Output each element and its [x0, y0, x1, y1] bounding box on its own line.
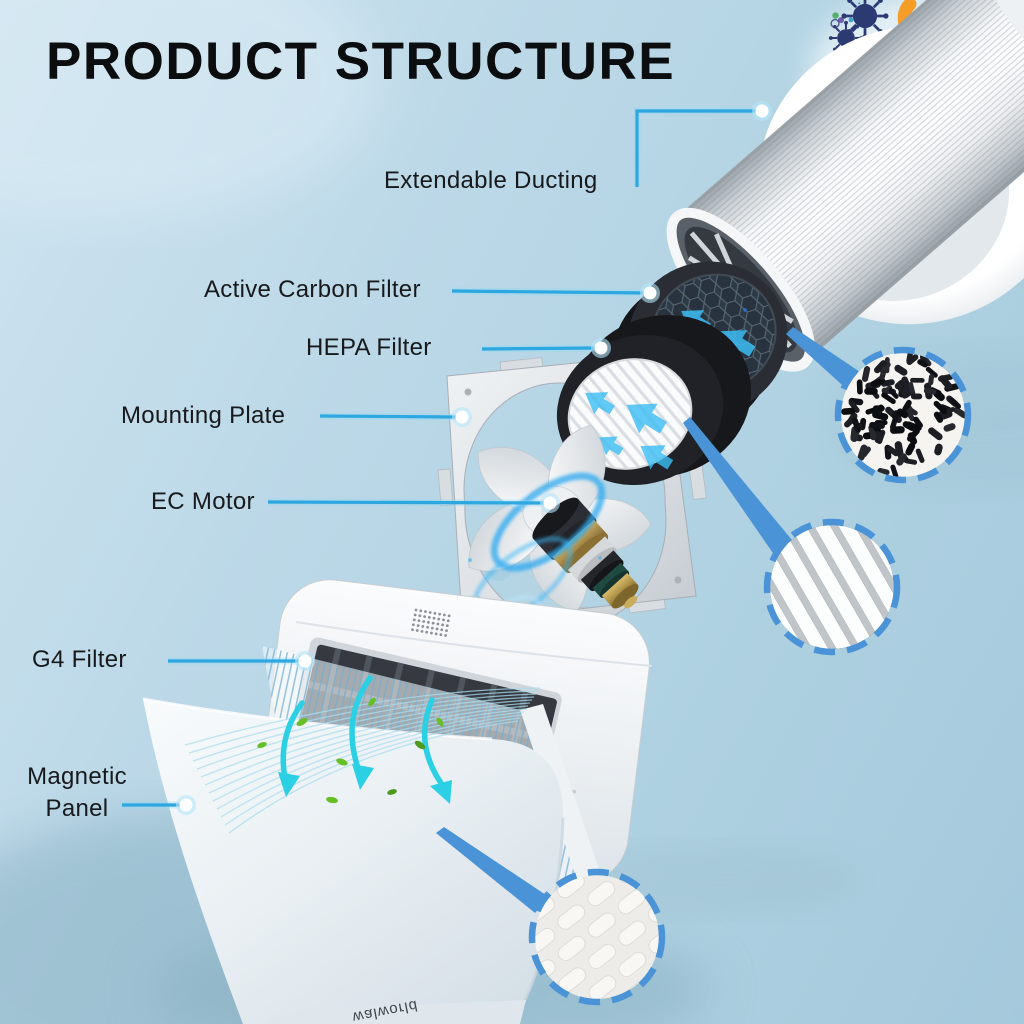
inset-pointer-carbon — [786, 327, 866, 394]
label-g4-filter: G4 Filter — [32, 646, 127, 673]
label-active-carbon-filter: Active Carbon Filter — [204, 276, 421, 303]
page-title: PRODUCT STRUCTURE — [46, 32, 676, 91]
callout-leaders — [122, 101, 772, 815]
inset-pointer-hepa — [683, 417, 792, 556]
label-magnetic-panel-line2: Panel — [45, 795, 109, 823]
leader-line-ducting — [635, 109, 757, 187]
leader-line-hepa — [481, 346, 596, 351]
speaker-hole-grid — [411, 608, 451, 637]
inset-pointer-g4 — [436, 827, 549, 913]
carbon-pellets-inset — [834, 346, 972, 484]
leader-line-carbon — [451, 289, 646, 295]
label-hepa-filter: HEPA Filter — [306, 334, 432, 361]
inset-border — [528, 868, 666, 1006]
inset-border — [834, 346, 972, 484]
leaf-particles — [257, 697, 444, 804]
label-ec-motor: EC Motor — [151, 488, 255, 515]
label-extendable-ducting: Extendable Ducting — [384, 167, 598, 194]
leader-line-motor — [267, 500, 545, 505]
label-magnetic-panel-line1: Magnetic — [27, 763, 127, 790]
callout-dots — [176, 101, 772, 815]
label-mounting-plate: Mounting Plate — [121, 402, 286, 429]
clean-air-arrowheads — [278, 764, 452, 804]
inset-border — [763, 518, 901, 656]
label-magnetic-panel: Magnetic Panel — [14, 761, 140, 825]
leader-line-mounting — [319, 414, 457, 419]
ec-motor-part — [466, 472, 639, 670]
magnetic-panel-part: walworld — [142, 697, 565, 1024]
